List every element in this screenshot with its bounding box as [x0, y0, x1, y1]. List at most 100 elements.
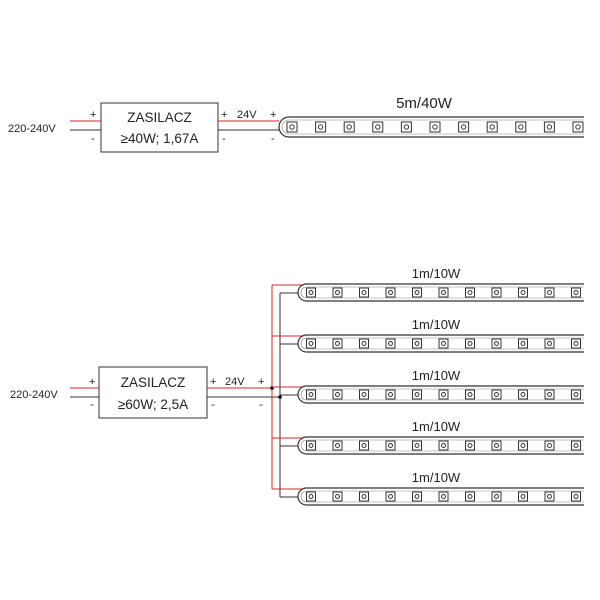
parallel-strip-3-led-lens-4 — [388, 392, 393, 397]
strip-led-11 — [572, 121, 584, 133]
parallel-strip-3-led-6 — [438, 389, 449, 400]
parallel-strip-label-1: 1m/10W — [412, 266, 461, 281]
parallel-strip-2-led-2 — [332, 338, 343, 349]
output-minus-sign: - — [222, 133, 226, 145]
parallel-strip-5-inner-edge — [300, 490, 584, 503]
strip-led-lens-9 — [518, 124, 524, 130]
strip-led-4 — [372, 121, 384, 133]
parallel-strip-3-led-5 — [412, 389, 422, 400]
parallel-strip-3-inner-edge — [300, 388, 584, 401]
parallel-strip-1-led-lens-8 — [494, 290, 499, 295]
strip-led-lens-11 — [575, 124, 581, 130]
parallel-strip-4-led-lens-8 — [494, 443, 499, 448]
parallel-strip-4-led-lens-6 — [441, 443, 446, 448]
power-supply-rating: ≥40W; 1,67A — [121, 131, 199, 146]
parallel-strip-3-led-7 — [465, 389, 475, 400]
bus-minus-sign: - — [259, 399, 263, 411]
parallel-strip-4-led-3 — [359, 440, 369, 451]
mains-input-label-2: 220-240V — [10, 389, 58, 401]
parallel-strip-4-led-lens-4 — [388, 443, 393, 448]
parallel-strip-3-led-9 — [518, 389, 528, 400]
parallel-strip-3-led-8 — [491, 389, 502, 400]
parallel-strip-2-led-lens-5 — [414, 341, 420, 346]
strip-led-10 — [543, 121, 555, 133]
parallel-strip-1-led-1 — [306, 287, 316, 298]
parallel-strip-5-led-10 — [544, 491, 555, 502]
parallel-strip-5-led-lens-4 — [388, 494, 393, 499]
parallel-strip-2-led-9 — [518, 338, 528, 349]
parallel-strip-2-led-1 — [306, 338, 316, 349]
strip-led-lens-2 — [317, 124, 324, 130]
parallel-strip-2-led-lens-9 — [520, 341, 526, 346]
strip-led-lens-1 — [289, 124, 295, 130]
parallel-strip-5-led-lens-7 — [467, 494, 473, 499]
input-minus-sign: - — [91, 133, 95, 145]
parallel-strip-1-led-lens-6 — [441, 290, 446, 295]
parallel-strip-1-led-lens-10 — [547, 290, 552, 295]
parallel-strip-1-led-8 — [491, 287, 502, 298]
parallel-strip-5-led-5 — [412, 491, 422, 502]
strip-led-1 — [286, 121, 298, 133]
parallel-strip-4-led-9 — [518, 440, 528, 451]
strip-led-9 — [515, 121, 527, 133]
parallel-strip-1-led-2 — [332, 287, 343, 298]
parallel-strip-3-led-lens-11 — [573, 392, 579, 397]
parallel-strip-2-inner-edge — [300, 337, 584, 350]
strip-led-6 — [429, 121, 441, 133]
parallel-strip-2-led-lens-7 — [467, 341, 473, 346]
power-supply-rating-2: ≥60W; 2,5A — [118, 397, 188, 412]
parallel-strip-2-led-lens-4 — [388, 341, 393, 346]
parallel-strip-4-led-lens-3 — [361, 443, 367, 448]
parallel-strip-3-led-lens-9 — [520, 392, 526, 397]
parallel-strip-3-led-3 — [359, 389, 369, 400]
parallel-strip-2-led-lens-3 — [361, 341, 367, 346]
input-plus-sign-2: + — [89, 376, 95, 388]
parallel-strip-1-led-lens-2 — [335, 290, 340, 295]
parallel-strip-3-led-lens-3 — [361, 392, 367, 397]
parallel-strip-4-led-10 — [544, 440, 555, 451]
parallel-strip-4-led-7 — [465, 440, 475, 451]
parallel-strip-2-led-lens-8 — [494, 341, 499, 346]
parallel-strip-3-led-4 — [385, 389, 396, 400]
parallel-strip-2-led-8 — [491, 338, 502, 349]
parallel-strip-5-led-2 — [332, 491, 343, 502]
parallel-strip-5-led-lens-3 — [361, 494, 367, 499]
led-strip-label: 5m/40W — [396, 95, 453, 112]
parallel-strip-5-led-3 — [359, 491, 369, 502]
parallel-strip-1-led-4 — [385, 287, 396, 298]
parallel-strip-1-led-lens-5 — [414, 290, 420, 295]
parallel-strip-2-led-lens-1 — [308, 341, 314, 346]
parallel-strip-2-led-6 — [438, 338, 449, 349]
parallel-strip-2-led-7 — [465, 338, 475, 349]
parallel-strip-3-led-10 — [544, 389, 555, 400]
parallel-strip-3-led-1 — [306, 389, 316, 400]
parallel-strip-4-led-lens-9 — [520, 443, 526, 448]
parallel-strip-2-led-5 — [412, 338, 422, 349]
parallel-strip-1-led-6 — [438, 287, 449, 298]
diagram-single-strip: 220-240V + - ZASILACZ ≥40W; 1,67A + - + … — [8, 95, 584, 153]
parallel-strip-4-led-lens-11 — [573, 443, 579, 448]
parallel-strip-1-led-lens-11 — [573, 290, 579, 295]
diagram-parallel-strips: 220-240V + - ZASILACZ ≥60W; 2,5A + - + -… — [10, 266, 584, 506]
parallel-strip-5-led-7 — [465, 491, 475, 502]
input-plus-sign: + — [90, 109, 96, 121]
strip-inner-edge — [281, 119, 584, 135]
strip-led-lens-8 — [489, 124, 495, 130]
parallel-strip-2-led-lens-11 — [573, 341, 579, 346]
strip-led-5 — [400, 121, 412, 133]
strip-led-2 — [315, 121, 327, 133]
parallel-strip-2-led-3 — [359, 338, 369, 349]
bus-plus-sign: + — [258, 376, 264, 388]
parallel-strip-3: 1m/10W — [272, 368, 584, 404]
parallel-strip-5-led-lens-10 — [547, 494, 552, 499]
input-minus-sign-2: - — [90, 399, 94, 411]
parallel-strip-2-led-lens-2 — [335, 341, 340, 346]
parallel-strip-4-led-4 — [385, 440, 396, 451]
negative-junction — [278, 395, 282, 399]
strip-led-8 — [486, 121, 498, 133]
parallel-strip-2-led-lens-6 — [441, 341, 446, 346]
parallel-strip-5-led-lens-8 — [494, 494, 499, 499]
strip-led-lens-6 — [432, 124, 438, 130]
